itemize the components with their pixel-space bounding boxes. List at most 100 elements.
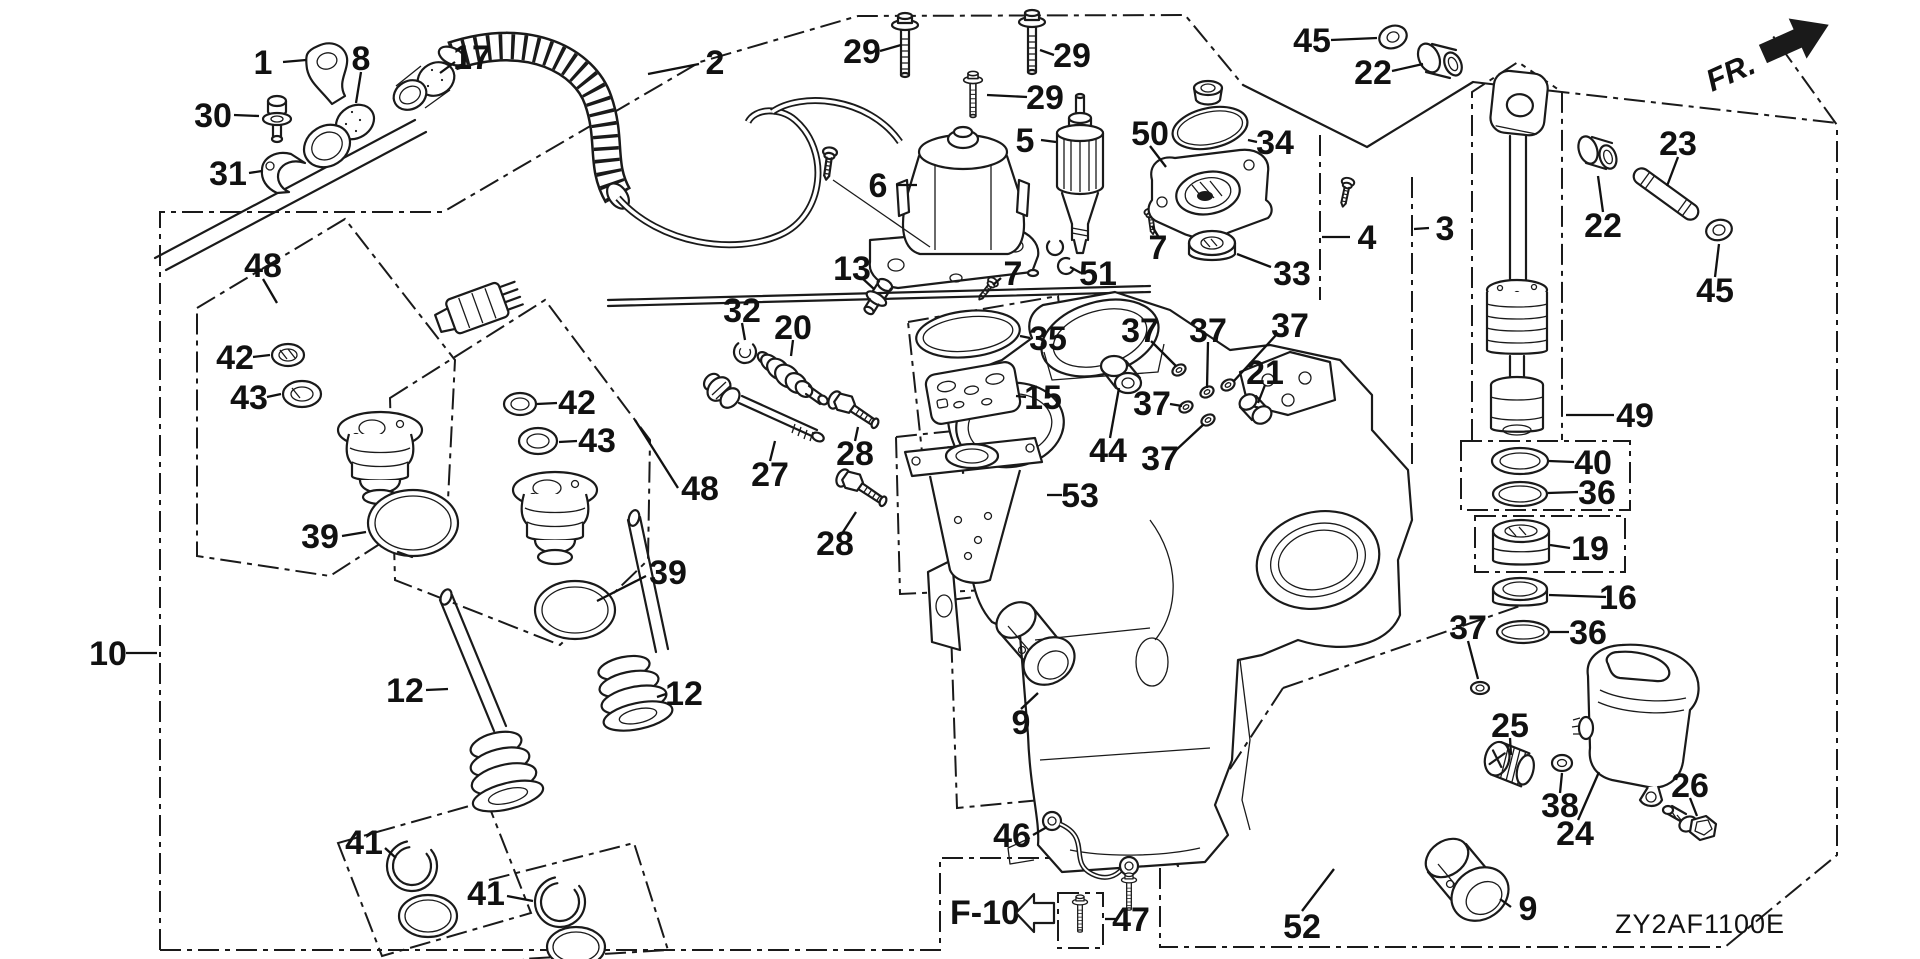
leader-line-29: [1039, 48, 1055, 57]
ring-40: [1490, 446, 1550, 476]
part-label-31-2: 31: [209, 155, 247, 193]
cover-24: [1571, 643, 1700, 808]
leader-line-20: [789, 339, 795, 357]
leader-line-52: [1301, 868, 1335, 912]
leader-line-9: [1020, 692, 1039, 710]
leader-line-37: [1174, 423, 1205, 452]
leader-line-7: [992, 277, 1002, 286]
leader-line-42: [252, 353, 271, 359]
seal-42-left: [270, 342, 306, 368]
bushing-9a: [995, 601, 1076, 686]
ground-wire-46: [1041, 810, 1140, 880]
part-label-41-51: 41: [345, 824, 383, 862]
bolt-29c: [962, 70, 984, 119]
screw-pointer-line: [832, 179, 931, 248]
pivot-pin-23: [1632, 167, 1700, 221]
part-label-6-11: 6: [869, 167, 888, 205]
leader-line-17: [439, 61, 456, 74]
leader-line-39: [596, 574, 647, 603]
leader-line-37: [1150, 340, 1177, 367]
part-label-28-36: 28: [836, 435, 874, 473]
valve-30: [261, 94, 293, 144]
part-label-37-45: 37: [1133, 385, 1171, 423]
part-label-4-23: 4: [1358, 219, 1377, 257]
leader-line-8: [354, 71, 363, 104]
snap-rings-41b: [533, 875, 607, 959]
part-label-20-34: 20: [774, 309, 812, 347]
part-label-40-58: 40: [1574, 444, 1612, 482]
part-label-25-64: 25: [1491, 707, 1529, 745]
leader-line-43: [558, 439, 578, 444]
part-label-34-16: 34: [1256, 124, 1294, 162]
seal-43-right: [517, 426, 559, 456]
part-label-27-35: 27: [751, 456, 789, 494]
diagram-code: ZY2AF1100E: [1615, 909, 1785, 939]
part-label-28-37: 28: [816, 525, 854, 563]
washer-45-right: [1705, 218, 1733, 242]
part-label-48-25: 48: [244, 247, 282, 285]
part-label-21-47: 21: [1246, 354, 1284, 392]
part-label-49-57: 49: [1616, 397, 1654, 435]
part-label-13-12: 13: [833, 250, 871, 288]
leader-line-32: [740, 322, 747, 341]
trim-rod-12a: [438, 588, 545, 813]
page-ref-label: F-10: [950, 894, 1020, 932]
part-label-51-14: 51: [1079, 255, 1117, 293]
bushing-19: [1491, 518, 1551, 566]
bolt-29b: [1017, 8, 1047, 76]
washer-37-small: [1469, 680, 1491, 696]
screw-26: [1661, 804, 1718, 842]
leader-line-44: [1108, 387, 1121, 439]
part-label-39-32: 39: [649, 554, 687, 592]
grommet-8: [302, 103, 376, 169]
part-label-37-43: 37: [1189, 312, 1227, 350]
oring-39-left: [366, 488, 460, 559]
leader-line-28: [853, 426, 860, 442]
part-label-15-39: 15: [1024, 379, 1062, 417]
part-label-16-61: 16: [1599, 579, 1637, 617]
leader-line-28: [842, 511, 857, 533]
leader-line-29: [879, 43, 902, 53]
leader-line-45: [1330, 36, 1378, 42]
breather-13: [863, 277, 894, 316]
part-label-7-15: 7: [1149, 229, 1168, 267]
ring-36-lower: [1495, 619, 1551, 645]
screw-motor: [818, 145, 839, 182]
leader-line-45: [1713, 243, 1721, 278]
part-label-29-7: 29: [1053, 37, 1091, 75]
part-label-37-42: 37: [1121, 312, 1159, 350]
leader-line-46: [1032, 826, 1048, 836]
part-label-44-41: 44: [1089, 432, 1127, 470]
pump-bracket-53: [903, 436, 1044, 584]
piston-48-right: [511, 470, 599, 566]
part-label-24-66: 24: [1556, 815, 1594, 853]
part-label-2-5: 2: [706, 44, 725, 82]
tilt-rod-assembly: [1485, 69, 1549, 436]
part-label-39-31: 39: [301, 518, 339, 556]
part-label-8-3: 8: [352, 40, 371, 78]
snap-rings-41a: [385, 839, 459, 939]
part-label-12-50: 12: [665, 675, 703, 713]
oring-34: [1171, 105, 1249, 151]
washer-45-top: [1378, 24, 1408, 50]
leader-line-48: [262, 278, 278, 304]
part-label-46-54: 46: [993, 817, 1031, 855]
bearing-33: [1187, 229, 1237, 262]
part-label-50-10: 50: [1131, 115, 1169, 153]
part-label-19-60: 19: [1571, 530, 1609, 568]
part-label-37-63: 37: [1449, 609, 1487, 647]
leader-line-9: [1499, 898, 1512, 908]
trim-rod-12b: [597, 509, 674, 732]
part-label-30-1: 30: [194, 97, 232, 135]
part-label-41-52: 41: [467, 875, 505, 913]
bushing-22-top: [1416, 42, 1463, 80]
leader-line-48: [634, 419, 679, 489]
part-label-9-68: 9: [1519, 890, 1538, 928]
leader-line-37: [1169, 402, 1183, 408]
part-label-43-29: 43: [578, 422, 616, 460]
leader-line-23: [1665, 156, 1680, 187]
part-label-29-8: 29: [1026, 79, 1064, 117]
part-label-45-18: 45: [1293, 22, 1331, 60]
bolt-29a: [890, 11, 920, 79]
